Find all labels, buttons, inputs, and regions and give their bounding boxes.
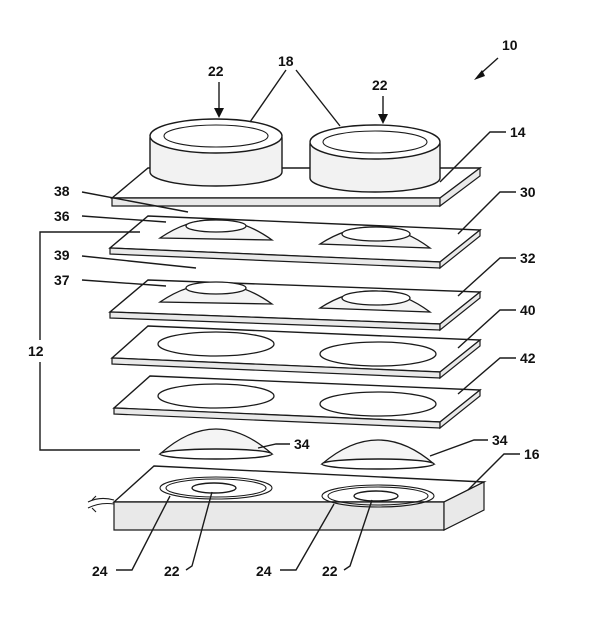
label-30: 30 [520,184,536,200]
cup-right [310,125,440,192]
label-16: 16 [524,446,540,462]
label-10: 10 [502,37,518,53]
label-24-right: 24 [256,563,272,579]
label-18: 18 [278,53,294,69]
label-39: 39 [54,247,70,263]
label-22-bottom-right: 22 [322,563,338,579]
layer-40-sheet [112,326,480,378]
label-38: 38 [54,183,70,199]
label-32: 32 [520,250,536,266]
label-34-right: 34 [492,432,508,448]
dome-right [322,440,434,469]
label-34-left: 34 [294,436,310,452]
label-42: 42 [520,350,536,366]
label-22-top-left: 22 [208,63,224,79]
label-12: 12 [28,343,44,359]
base-board [88,466,484,530]
label-14: 14 [510,124,526,140]
label-24-left: 24 [92,563,108,579]
cup-left [150,119,282,186]
label-22-top-right: 22 [372,77,388,93]
label-37: 37 [54,272,70,288]
layer-32-sheet [110,280,480,330]
label-36: 36 [54,208,70,224]
layer-42-sheet [114,376,480,428]
label-40: 40 [520,302,536,318]
layer-30-sheet [110,216,480,268]
dome-left [160,429,272,459]
label-22-bottom-left: 22 [164,563,180,579]
